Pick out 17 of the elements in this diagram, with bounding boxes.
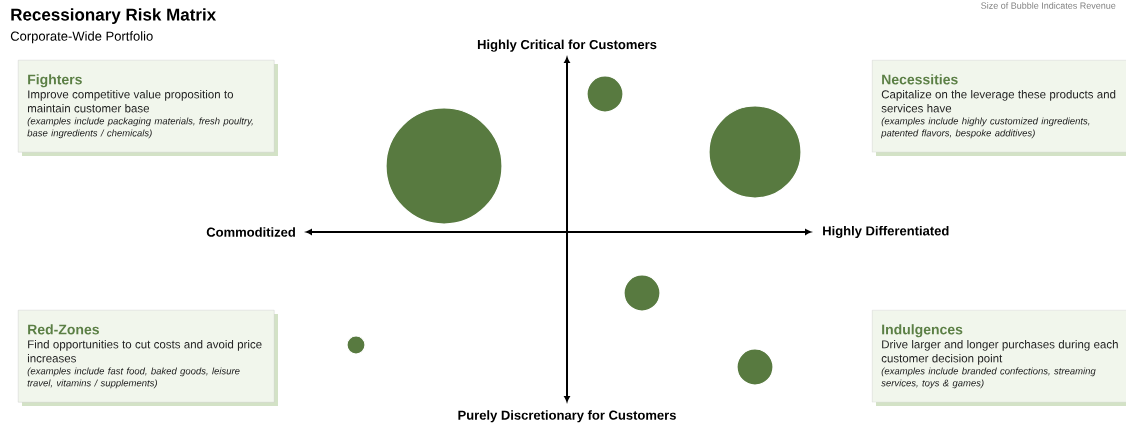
note: Size of Bubble Indicates Revenue bbox=[981, 2, 1116, 9]
axis-label: Highly Critical for Customers bbox=[477, 39, 657, 52]
bubble bbox=[346, 335, 366, 355]
quadrant-box: Indulgences Drive larger and longer purchases during each customer decision point (examples include branded confections, streaming services, toys & games) bbox=[872, 310, 1126, 406]
quadrant-box: Fighters Improve competitive value proposition to maintain customer base (examples include packaging materials, fresh poultry, base ingredients / chemicals) bbox=[18, 60, 278, 156]
bubble bbox=[586, 75, 624, 113]
title: Recessionary Risk Matrix bbox=[11, 8, 217, 25]
axis-label: Purely Discretionary for Customers bbox=[458, 410, 676, 423]
bubble bbox=[385, 107, 503, 225]
axis-label: Commoditized bbox=[206, 227, 295, 237]
bubble bbox=[623, 274, 661, 312]
axis-label: Highly Differentiated bbox=[823, 225, 949, 239]
quadrant-box: Necessities Capitalize on the leverage these products and services have (examples include highly customized ingredients, patented flavors, bespoke additives) bbox=[872, 60, 1126, 156]
bubble bbox=[708, 105, 802, 199]
quadrant-box: Red-Zones Find opportunities to cut costs and avoid price increases (examples include fast food, baked goods, leisure travel, vitamins / supplements) bbox=[18, 310, 278, 406]
subtitle: Corporate-Wide Portfolio bbox=[10, 31, 153, 44]
bubble bbox=[736, 348, 774, 386]
